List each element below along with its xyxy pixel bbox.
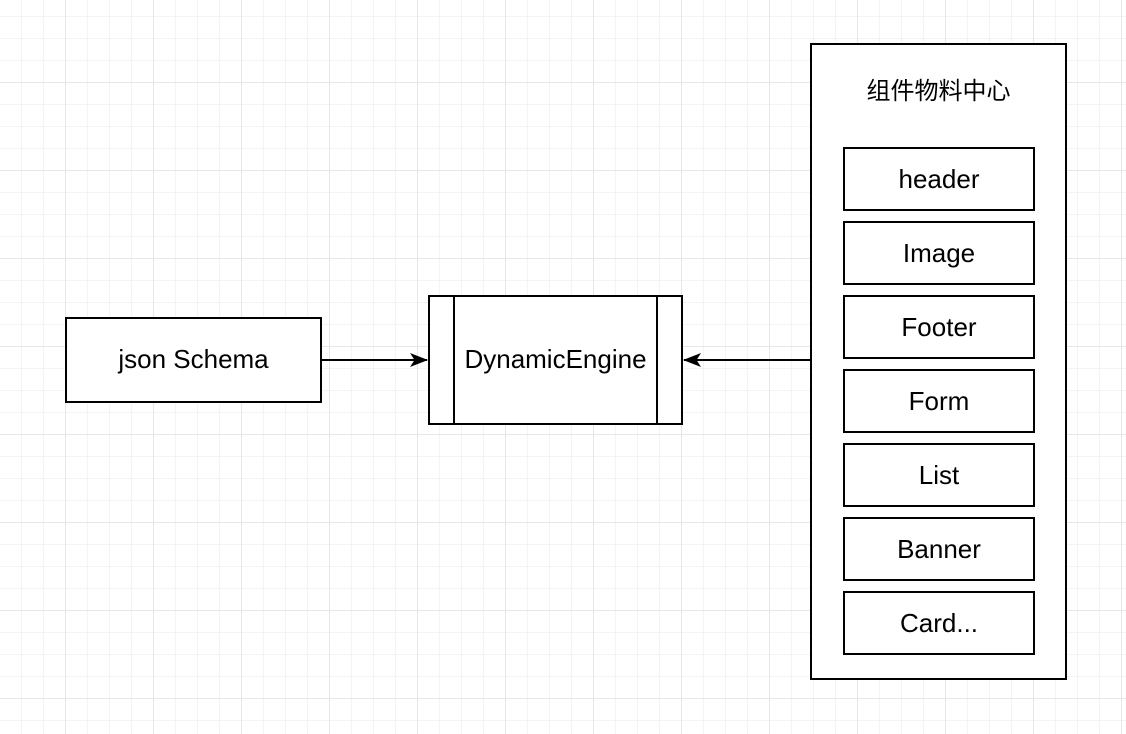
component-item-header: header <box>843 147 1035 211</box>
node-dynamic-engine-label: DynamicEngine <box>464 344 647 375</box>
component-item-form: Form <box>843 369 1035 433</box>
node-json-schema: json Schema <box>65 317 322 403</box>
dynamic-engine-left-divider <box>453 297 455 423</box>
component-item-list: List <box>843 443 1035 507</box>
component-item-footer: Footer <box>843 295 1035 359</box>
component-item-card: Card... <box>843 591 1035 655</box>
dynamic-engine-right-divider <box>656 297 658 423</box>
material-center-title: 组件物料中心 <box>866 78 1011 105</box>
node-material-center: 组件物料中心 header Image Footer Form List Ban… <box>810 43 1067 680</box>
component-item-image: Image <box>843 221 1035 285</box>
node-dynamic-engine: DynamicEngine <box>428 295 683 425</box>
component-list: header Image Footer Form List Banner Car… <box>843 147 1035 655</box>
component-item-banner: Banner <box>843 517 1035 581</box>
node-json-schema-label: json Schema <box>118 344 269 375</box>
